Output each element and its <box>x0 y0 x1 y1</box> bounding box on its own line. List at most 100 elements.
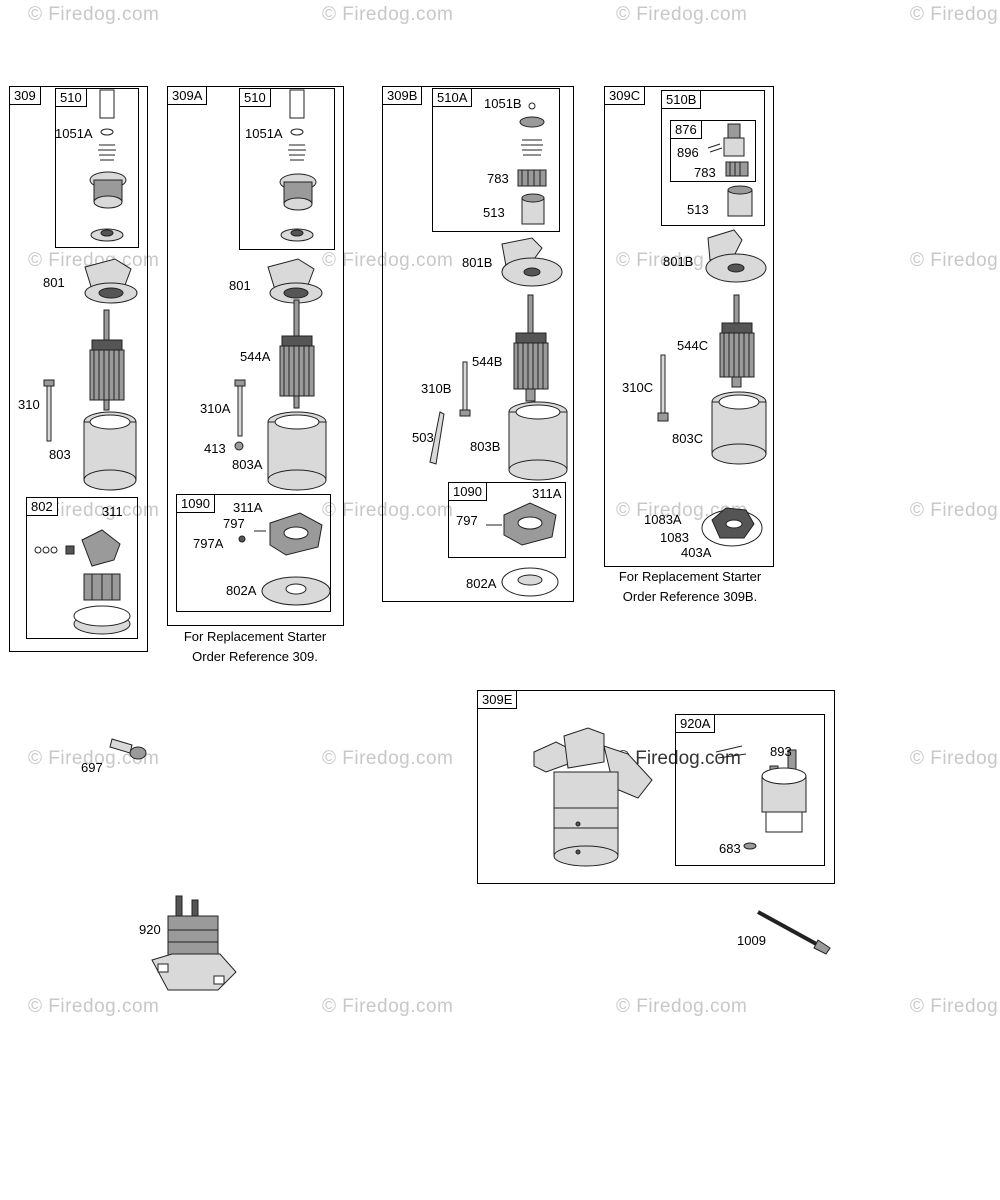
armature-illustration <box>89 309 125 411</box>
part-label: 310A <box>200 401 231 416</box>
subgroup-802[interactable]: 802 <box>26 497 138 639</box>
watermark: © Firedog.com <box>28 500 160 521</box>
part-label: 310 <box>18 397 40 412</box>
group-309A-label: 309A <box>167 86 208 105</box>
part-label: 797 <box>223 516 245 531</box>
armature-illustration <box>719 294 755 388</box>
subgroup-802-label: 802 <box>26 497 58 516</box>
subgroup-510-309A[interactable]: 510 <box>239 88 335 250</box>
subgroup-510A[interactable]: 510A <box>432 88 560 232</box>
subgroup-876-label: 876 <box>670 120 702 139</box>
drive-assembly-illustration <box>89 89 127 242</box>
watermark: © Firedog.com <box>616 4 748 25</box>
bolt-illustration <box>43 379 55 442</box>
subgroup-1090[interactable]: 1090 <box>176 494 331 612</box>
nut-illustration <box>234 441 244 451</box>
part-label: 683 <box>719 841 741 856</box>
solenoid-920-illustration <box>151 895 237 991</box>
group-309E-label: 309E <box>477 690 518 709</box>
part-label: 311A <box>532 486 562 501</box>
group-309B-label: 309B <box>382 86 423 105</box>
subgroup-510B[interactable]: 510B <box>661 90 765 226</box>
group-309-label: 309 <box>9 86 41 105</box>
group-309[interactable]: 309 <box>9 86 148 652</box>
subgroup-920A[interactable]: 920A <box>675 714 825 866</box>
brush-holder-illustration <box>486 502 557 546</box>
part-label: 802A <box>466 576 497 591</box>
replacement-note-309: For Replacement Starter Order Reference … <box>170 627 340 667</box>
housing-illustration <box>267 411 327 491</box>
subgroup-510A-label: 510A <box>432 88 473 107</box>
subgroup-1090-309B[interactable]: 1090 <box>448 482 566 558</box>
part-label: 1009 <box>737 933 766 948</box>
group-309A[interactable]: 309A <box>167 86 344 626</box>
part-label: 311 <box>102 504 123 519</box>
subgroup-510[interactable]: 510 <box>55 88 139 248</box>
watermark: © Firedog.com <box>322 996 454 1017</box>
part-label: 513 <box>483 205 505 220</box>
part-label: 697 <box>81 760 103 775</box>
part-label: 801B <box>663 254 694 269</box>
subgroup-920A-label: 920A <box>675 714 716 733</box>
solenoid-illustration <box>715 745 807 850</box>
subgroup-510B-label: 510B <box>661 90 702 109</box>
part-label: 803A <box>232 457 263 472</box>
watermark: © Firedog.com <box>616 996 748 1017</box>
part-label: 513 <box>687 202 709 217</box>
armature-illustration <box>279 299 315 409</box>
plate-illustration <box>501 567 559 597</box>
watermark: © Firedog.com <box>322 748 454 769</box>
subgroup-1090-label: 1090 <box>448 482 487 501</box>
housing-illustration <box>83 411 137 491</box>
watermark: © Firedog.com <box>910 996 1000 1017</box>
bolt-illustration <box>234 379 246 437</box>
part-label: 544C <box>677 338 709 353</box>
watermark: © Firedog.com <box>28 748 160 769</box>
group-309B[interactable]: 309B <box>382 86 574 602</box>
drive-assembly-illustration <box>279 89 317 242</box>
armature-illustration <box>513 294 549 402</box>
drive-assembly-illustration <box>707 123 753 217</box>
watermark: © Firedog.com <box>910 250 1000 271</box>
brush-plate-illustration <box>34 529 131 635</box>
end-cap-illustration <box>84 258 138 304</box>
housing-illustration <box>508 401 568 481</box>
part-label: 403A <box>681 545 712 560</box>
terminal-fitting-illustration <box>109 738 147 760</box>
group-309C-label: 309C <box>604 86 646 105</box>
watermark: © Firedog.com <box>322 500 454 521</box>
long-bolt-illustration <box>757 910 831 955</box>
bracket-illustration <box>429 411 445 465</box>
part-label: 1051A <box>245 126 283 141</box>
note-line: For Replacement Starter <box>183 629 327 644</box>
part-label: 893 <box>770 744 792 759</box>
group-309E[interactable]: 309E <box>477 690 835 884</box>
part-label: 413 <box>204 441 226 456</box>
part-label: 311A <box>233 500 263 515</box>
subgroup-510-label: 510 <box>55 88 87 107</box>
part-label: 310B <box>421 381 452 396</box>
watermark: © Firedog.com <box>322 4 454 25</box>
subgroup-1090-label: 1090 <box>176 494 215 513</box>
note-line: Order Reference 309. <box>192 649 318 664</box>
part-label: 544A <box>240 349 271 364</box>
bolt-illustration <box>657 354 669 422</box>
part-label: 783 <box>694 165 716 180</box>
subgroup-876[interactable]: 876 <box>670 120 756 182</box>
watermark: © Firedog.com <box>28 4 160 25</box>
brush-holder-illustration <box>238 512 331 606</box>
part-label: 801 <box>229 278 251 293</box>
watermark: © Firedog.com <box>910 4 1000 25</box>
part-label: 803C <box>672 431 704 446</box>
drive-assembly-illustration <box>517 102 547 225</box>
part-label: 801B <box>462 255 493 270</box>
part-label: 797 <box>456 513 478 528</box>
starter-motor-illustration <box>533 727 653 867</box>
part-label: 1051A <box>55 126 93 141</box>
part-label: 802A <box>226 583 257 598</box>
group-309C[interactable]: 309C <box>604 86 774 567</box>
part-label: 1051B <box>484 96 522 111</box>
part-label: 797A <box>193 536 224 551</box>
part-label: 310C <box>622 380 654 395</box>
part-label: 920 <box>139 922 161 937</box>
